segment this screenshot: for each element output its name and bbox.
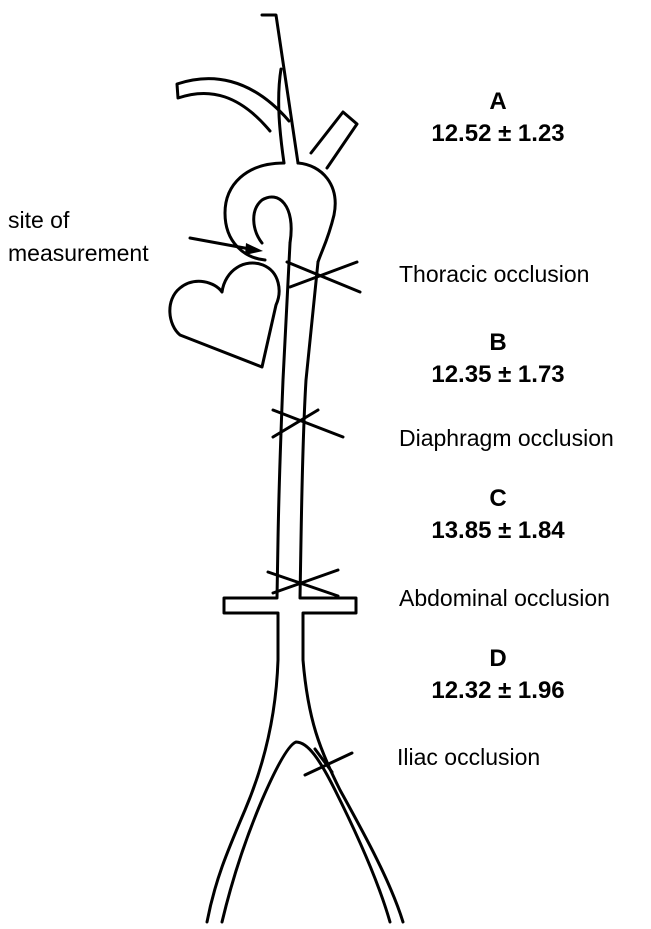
aortic-arch-inner	[254, 197, 291, 243]
heart-shape	[170, 263, 279, 367]
site-label-line1: site of	[8, 207, 69, 233]
segment-b-value: 12.35 ± 1.73	[408, 359, 588, 391]
diaphragm-occlusion-label: Diaphragm occlusion	[399, 425, 614, 451]
site-of-measurement-label: site of	[8, 207, 69, 233]
segment-c-letter: C	[408, 483, 588, 515]
segment-b-letter: B	[408, 327, 588, 359]
segment-b: B 12.35 ± 1.73	[408, 327, 588, 391]
segment-c-value: 13.85 ± 1.84	[408, 515, 588, 547]
thoracic-occlusion-label: Thoracic occlusion	[399, 261, 589, 287]
site-label-line2: measurement	[8, 240, 149, 266]
descending-left-wall	[207, 243, 290, 922]
diaphragm-occlusion-cross	[273, 410, 343, 437]
measurement-arrow-head	[245, 243, 263, 255]
carotid-branch	[262, 15, 298, 163]
left-subclavian-branch	[177, 79, 289, 131]
segment-c: C 13.85 ± 1.84	[408, 483, 588, 547]
site-of-measurement-label-2: measurement	[8, 240, 149, 266]
segment-d-letter: D	[408, 643, 588, 675]
segment-d: D 12.32 ± 1.96	[408, 643, 588, 707]
segment-a-value: 12.52 ± 1.23	[408, 118, 588, 150]
abdominal-occlusion-label: Abdominal occlusion	[399, 585, 610, 611]
iliac-occlusion-label: Iliac occlusion	[397, 744, 540, 770]
thoracic-occlusion-cross	[287, 262, 360, 292]
arch-right-wall	[298, 163, 335, 262]
segment-a-letter: A	[408, 86, 588, 118]
iliac-bifurcation	[222, 742, 390, 922]
segment-d-value: 12.32 ± 1.96	[408, 675, 588, 707]
right-branch	[311, 112, 357, 168]
segment-a: A 12.52 ± 1.23	[408, 86, 588, 150]
measurement-arrow-line	[190, 238, 250, 249]
